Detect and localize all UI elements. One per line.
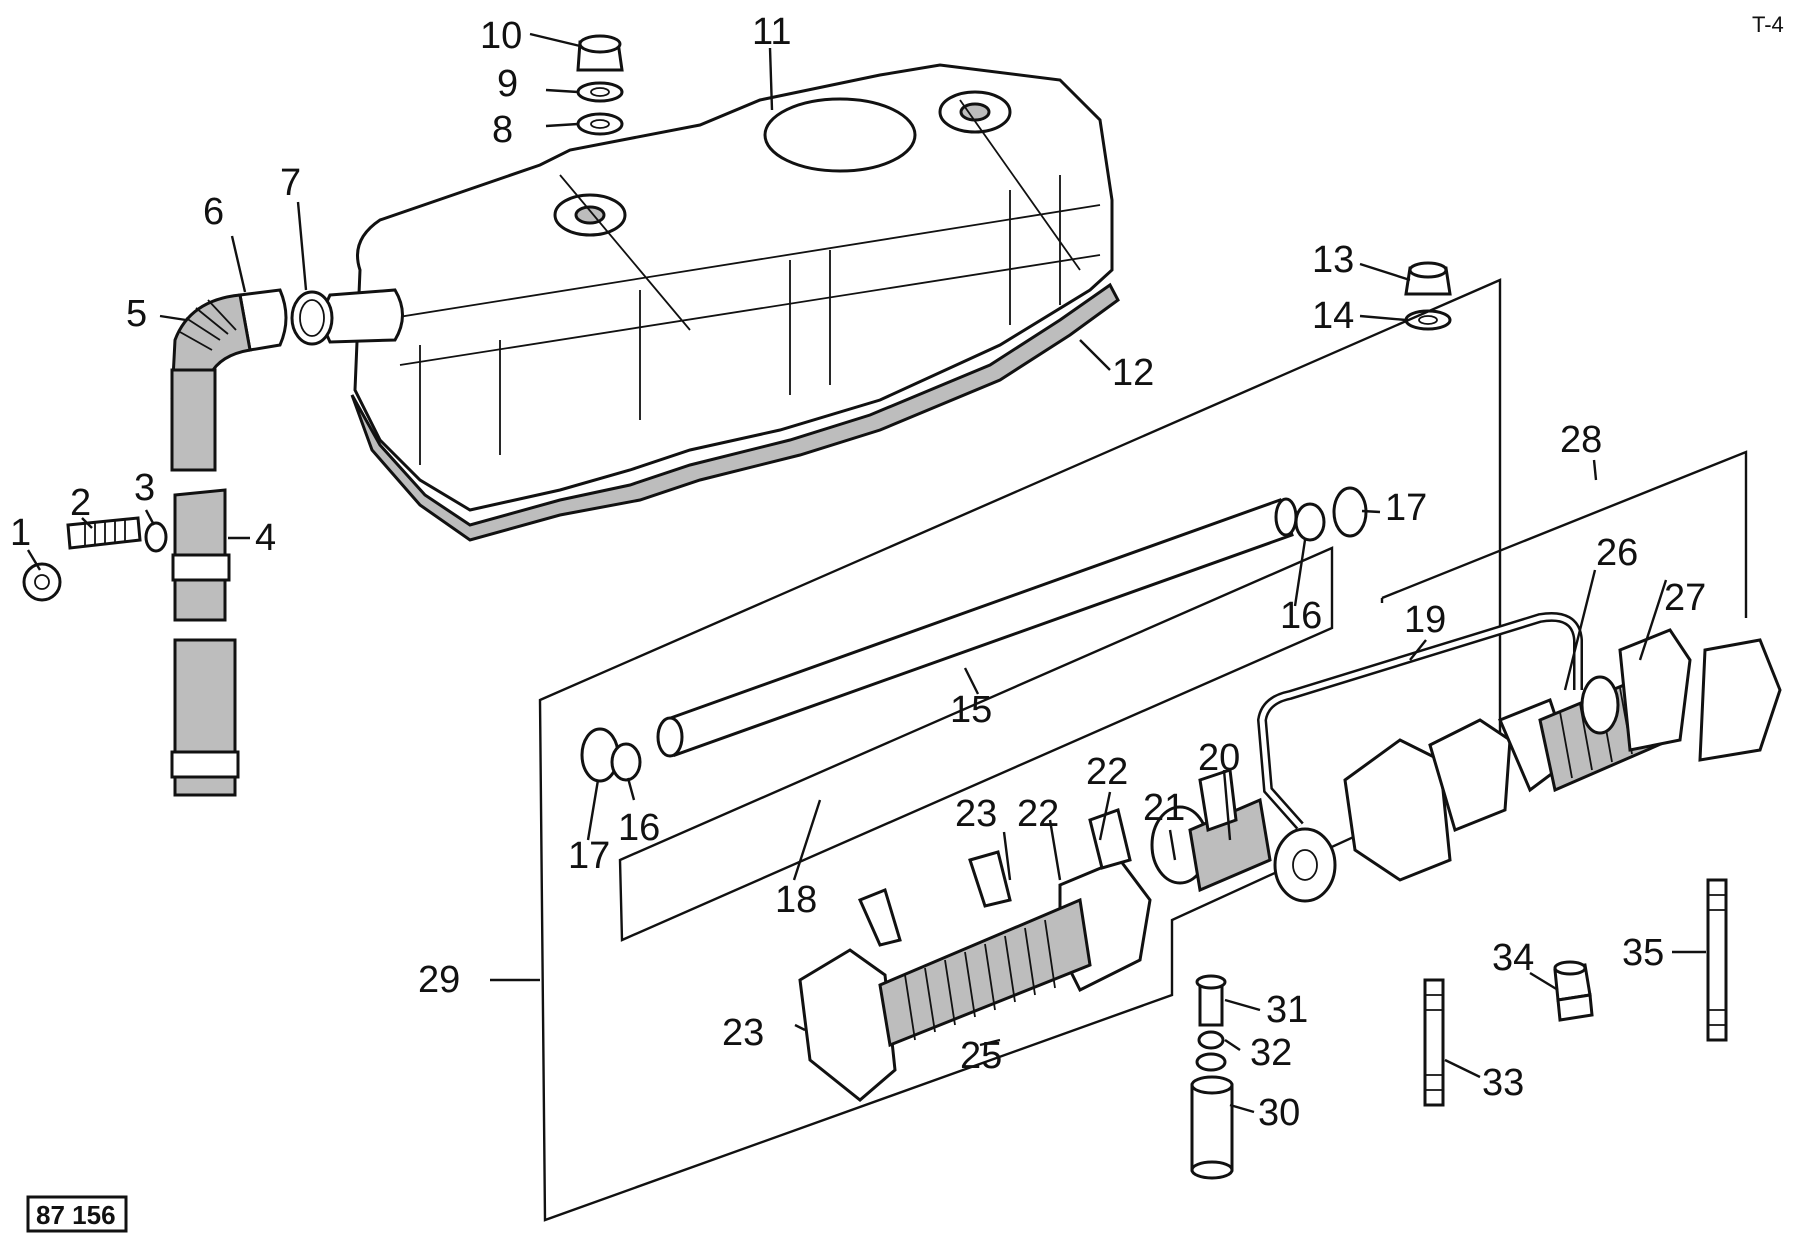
callout-12: 12 bbox=[1112, 352, 1154, 394]
callout-18: 18 bbox=[775, 879, 817, 921]
callout-26: 26 bbox=[1596, 532, 1638, 574]
callout-17a: 17 bbox=[1385, 487, 1427, 529]
callout-20: 20 bbox=[1198, 737, 1240, 779]
callout-6: 6 bbox=[203, 191, 224, 233]
reference-box bbox=[26, 1195, 128, 1233]
callout-35: 35 bbox=[1622, 932, 1664, 974]
callout-34: 34 bbox=[1492, 937, 1534, 979]
callout-21: 21 bbox=[1143, 787, 1185, 829]
rocker-fastener-stack bbox=[1404, 261, 1452, 331]
callout-5: 5 bbox=[126, 293, 147, 335]
assembly-outline-28 bbox=[1380, 450, 1748, 618]
spacer-right bbox=[1294, 502, 1326, 542]
callout-23b: 23 bbox=[722, 1012, 764, 1054]
assembly-outline-18 bbox=[618, 546, 1334, 942]
callout-28: 28 bbox=[1560, 419, 1602, 461]
callout-22b: 22 bbox=[1017, 793, 1059, 835]
circlip-right bbox=[1332, 486, 1368, 538]
callout-13: 13 bbox=[1312, 239, 1354, 281]
breather-hose-assembly bbox=[22, 288, 334, 797]
rocker-arm-assembly-right bbox=[1343, 628, 1782, 882]
leader-lines bbox=[26, 32, 1706, 1114]
callout-10: 10 bbox=[480, 15, 522, 57]
callout-7: 7 bbox=[280, 162, 301, 204]
callout-31: 31 bbox=[1266, 989, 1308, 1031]
callout-17b: 17 bbox=[568, 835, 610, 877]
valve-cover bbox=[322, 63, 1120, 542]
reference-number: 87 156 bbox=[36, 1200, 116, 1230]
callout-11: 11 bbox=[752, 11, 791, 53]
sheet-code: T-4 bbox=[1752, 12, 1784, 37]
cover-fastener-stack bbox=[576, 34, 624, 136]
callout-15: 15 bbox=[950, 689, 992, 731]
callout-23a: 23 bbox=[955, 793, 997, 835]
callout-14: 14 bbox=[1312, 295, 1354, 337]
rocker-arm-assembly bbox=[798, 767, 1272, 1102]
callout-16b: 16 bbox=[618, 807, 660, 849]
stud-35 bbox=[1706, 878, 1728, 1042]
callout-27: 27 bbox=[1664, 577, 1706, 619]
callout-8: 8 bbox=[492, 109, 513, 151]
callout-9: 9 bbox=[497, 63, 518, 105]
callout-3: 3 bbox=[134, 467, 155, 509]
rocker-shaft bbox=[656, 497, 1298, 758]
stud-33 bbox=[1423, 978, 1445, 1107]
assembly-outline-29 bbox=[538, 278, 1502, 1222]
callout-30: 30 bbox=[1258, 1092, 1300, 1134]
callout-33: 33 bbox=[1482, 1062, 1524, 1104]
callout-2: 2 bbox=[70, 482, 91, 524]
pedestal-parts bbox=[1190, 974, 1234, 1180]
pipe-banjo bbox=[1273, 827, 1337, 903]
spacer-left bbox=[610, 742, 642, 782]
callout-16a: 16 bbox=[1280, 595, 1322, 637]
callout-25: 25 bbox=[960, 1035, 1002, 1077]
callout-22a: 22 bbox=[1086, 751, 1128, 793]
fitting-34 bbox=[1553, 960, 1594, 1022]
callout-labels: 1 2 3 4 5 6 7 8 9 10 11 12 13 14 15 16 1… bbox=[10, 11, 1706, 1134]
callout-1: 1 bbox=[10, 512, 31, 554]
callout-4: 4 bbox=[255, 517, 276, 559]
callout-29: 29 bbox=[418, 959, 460, 1001]
callout-19: 19 bbox=[1404, 599, 1446, 641]
callout-32: 32 bbox=[1250, 1032, 1292, 1074]
